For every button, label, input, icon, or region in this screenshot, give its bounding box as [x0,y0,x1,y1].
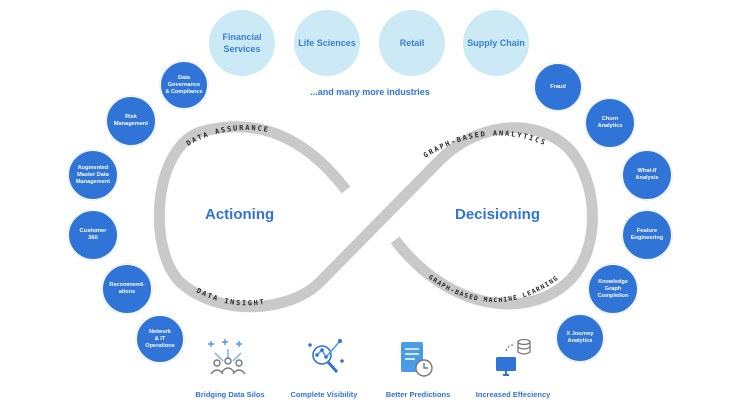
industry-life-sciences: Life Sciences [294,10,360,76]
usecase-what-if-analysis: What-If Analysis [622,150,672,200]
usecase-data-governance: Data Governance & Compliance [160,61,208,109]
usecase-knowledge-graph-completion: Knowledge Graph Completion [588,264,638,314]
magnifier-graph-icon [308,339,344,374]
report-clock-icon [401,342,433,377]
usecase-x-journey-analytics: X Journey Analytics [556,314,604,362]
benefit-complete-visibility: Complete Visibility [290,390,358,399]
usecase-master-data: Augmented Master Data Management [68,150,118,200]
industry-financial-services: Financial Services [209,10,275,76]
usecase-risk-management: Risk Management [106,96,156,146]
usecase-feature-engineering: Feature Engineering [622,210,672,260]
decisioning-label: Decisioning [455,206,541,223]
computer-database-icon [496,338,531,376]
industry-supply-chain: Supply Chain [463,10,529,76]
usecase-recommendations: Recommend- ations [102,264,152,314]
usecase-fraud: Fraud [534,63,582,111]
usecase-network-it-operations: Network & IT Operations [136,315,184,363]
benefit-bridging-data-silos: Bridging Data Silos [195,390,265,399]
people-network-icon [208,339,246,375]
more-industries-text: ...and many more industries [310,87,430,97]
usecase-customer-360: Customer 360 [68,210,118,260]
actioning-label: Actioning [205,206,275,223]
industry-retail: Retail [379,10,445,76]
usecase-churn-analytics: Churn Analytics [585,98,635,148]
band-label-data-insight: DATA INSIGHT [195,287,266,308]
benefit-increased-efficiency: Increased Effeciency [475,390,551,399]
benefit-better-predictions: Better Predictions [385,390,451,399]
